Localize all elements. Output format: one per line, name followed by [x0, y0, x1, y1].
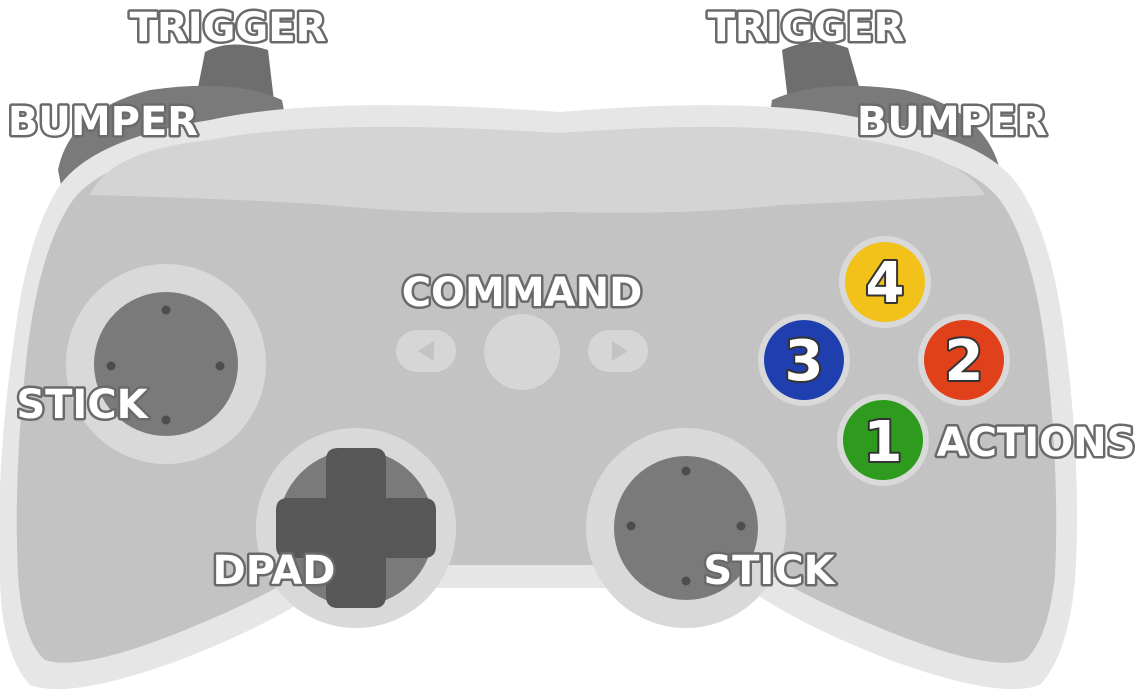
right-stick-dot-left: [626, 521, 636, 531]
action-button-2[interactable]: 2: [918, 314, 1010, 406]
action-button-2-label: 2: [945, 329, 984, 394]
command-center-button[interactable]: [484, 314, 560, 390]
label-stick-right: STICK: [703, 548, 836, 594]
arrow-right-icon: [612, 341, 628, 361]
dpad-cross[interactable]: [276, 448, 436, 608]
left-stick-cap[interactable]: [94, 292, 238, 436]
top-ridge: [90, 126, 985, 213]
left-stick-dot-right: [215, 361, 225, 371]
label-trigger-right: TRIGGER: [708, 5, 905, 51]
label-dpad: DPAD: [212, 548, 335, 594]
arrow-left-icon: [418, 341, 434, 361]
left-stick-dot-bottom: [161, 415, 171, 425]
right-stick-dot-top: [681, 466, 691, 476]
action-button-4-label: 4: [866, 251, 905, 316]
action-button-3[interactable]: 3: [758, 314, 850, 406]
label-bumper-left: BUMPER: [8, 99, 198, 145]
label-trigger-left: TRIGGER: [130, 5, 327, 51]
action-button-3-label: 3: [785, 329, 824, 394]
left-stick-dot-top: [161, 305, 171, 315]
label-actions: ACTIONS: [937, 420, 1136, 466]
right-stick-cap[interactable]: [614, 456, 758, 600]
action-button-1[interactable]: 1: [837, 394, 929, 486]
right-stick-dot-bottom: [681, 576, 691, 586]
right-stick-dot-right: [736, 521, 746, 531]
label-bumper-right: BUMPER: [857, 99, 1047, 145]
label-stick-left: STICK: [16, 382, 149, 428]
action-button-4[interactable]: 4: [839, 236, 931, 328]
label-command: COMMAND: [402, 270, 643, 316]
left-stick-dot-left: [106, 361, 116, 371]
action-button-1-label: 1: [864, 410, 903, 475]
